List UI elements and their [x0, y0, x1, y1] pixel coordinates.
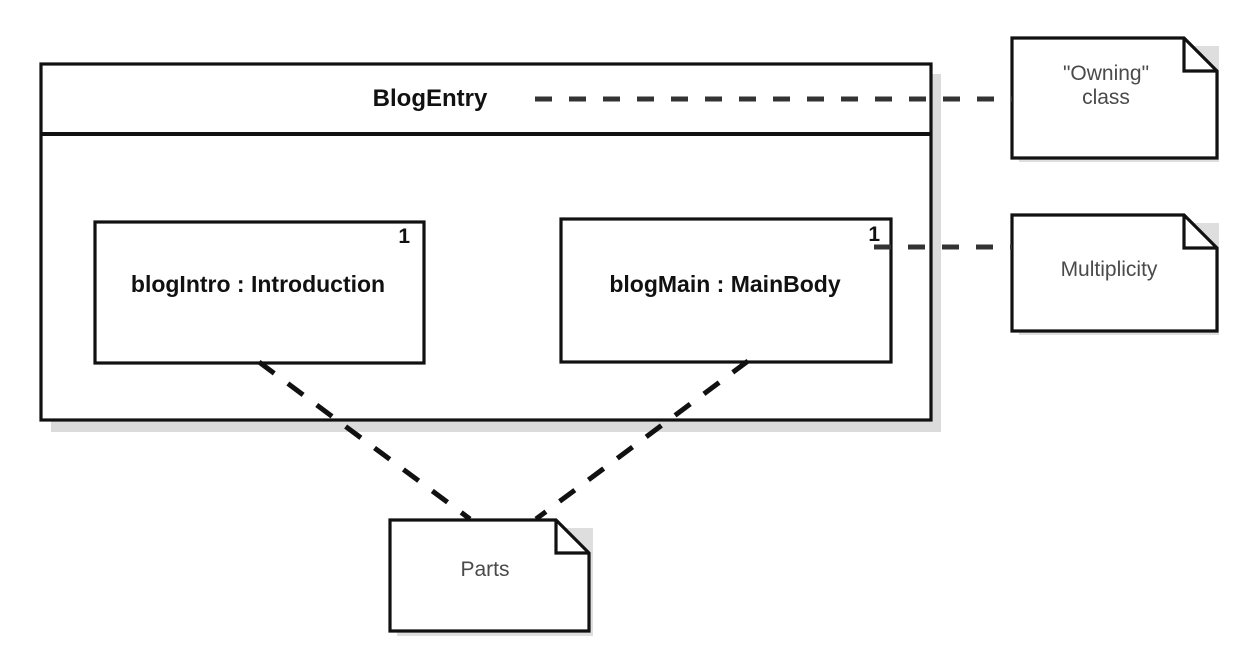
owning-class-name: BlogEntry — [372, 85, 488, 112]
note-multiplicity-fold-icon — [1182, 215, 1217, 250]
anchor-line-parts-from-blogintro — [257, 359, 472, 522]
note-parts[interactable] — [388, 518, 591, 633]
note-owning-class[interactable] — [1010, 36, 1219, 160]
part-blogmain-label: blogMain : MainBody — [609, 271, 841, 297]
part-blogmain-outline — [559, 217, 893, 364]
part-box-blogintro[interactable] — [93, 220, 426, 365]
note-parts-text: Parts — [460, 558, 510, 581]
note-anchor-lines — [257, 96, 1012, 522]
note-owning-class-text: "Owning"class — [1016, 62, 1196, 109]
part-blogintro-label: blogIntro : Introduction — [130, 271, 386, 297]
note-owning-body — [1010, 36, 1219, 160]
part-blogintro-multiplicity-label: 1 — [398, 225, 410, 248]
note-multiplicity-text: Multiplicity — [1060, 258, 1158, 281]
part-box-blogmain[interactable] — [559, 217, 893, 364]
anchor-line-parts-from-blogmain — [534, 358, 750, 522]
part-blogmain-multiplicity-label: 1 — [868, 223, 880, 246]
part-blogintro-outline — [93, 220, 426, 365]
note-parts-fold-icon — [554, 520, 589, 555]
note-parts-body — [388, 518, 591, 633]
note-owning-class-line2: class — [1082, 85, 1130, 109]
note-multiplicity[interactable] — [1010, 213, 1219, 333]
note-owning-fold-icon — [1182, 38, 1217, 73]
note-owning-class-line1: "Owning" — [1062, 62, 1150, 85]
note-multiplicity-body — [1010, 213, 1219, 333]
